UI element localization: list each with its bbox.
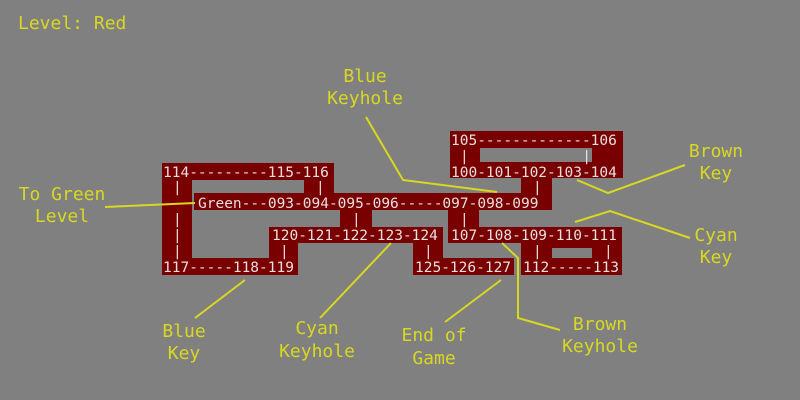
brown-keyhole-label: Keyhole (562, 336, 638, 357)
to-green-pointer (104, 202, 196, 208)
room-link: | (173, 244, 182, 260)
room-link: | (352, 212, 361, 228)
rooms-green-099: Green---093-094-095-096-----097-098-099 (198, 196, 538, 212)
brown-keyhole-label: Brown (573, 314, 627, 335)
room-block-116-connector (304, 178, 334, 195)
end-of-game-pointer (444, 279, 502, 323)
room-link: | (460, 212, 469, 228)
rooms-105-106: 105-------------106 (451, 133, 617, 149)
end-of-game-label: End of (401, 325, 466, 346)
blue-key-label: Key (168, 343, 201, 364)
to-green-level-label: Level (35, 206, 89, 227)
brown-key-pointer (576, 164, 686, 195)
brown-key-label: Key (700, 163, 733, 184)
room-blocks (162, 131, 623, 275)
rooms-107-111: 107-108-109-110-111 (451, 228, 617, 244)
room-link: | (173, 212, 182, 228)
block-hole (480, 148, 592, 162)
room-link: | (173, 180, 182, 196)
to-green-level-label: To Green (19, 184, 106, 205)
cyan-keyhole-pointer (319, 242, 392, 319)
blue-keyhole-label: Keyhole (327, 88, 403, 109)
room-block-095-connector (340, 209, 372, 228)
blue-keyhole-label: Blue (343, 66, 386, 87)
cyan-keyhole-label: Keyhole (279, 341, 355, 362)
room-link: | (316, 180, 325, 196)
blue-key-label: Blue (162, 321, 205, 342)
room-block-120-124 (269, 227, 443, 243)
annotations: Blue Keyhole Brown Key To Green Level Cy… (19, 66, 743, 369)
room-block-107-111 (448, 227, 622, 243)
room-link: | (173, 228, 182, 244)
room-link: | (533, 244, 542, 260)
room-block-097-connector (448, 209, 479, 228)
room-block-green-row (194, 193, 552, 210)
room-block-left-column (162, 163, 192, 275)
rooms-117-119: 117-----118-119 (163, 260, 294, 276)
cyan-key-label: Cyan (694, 225, 737, 246)
rooms-112-113: 112-----113 (523, 260, 619, 276)
room-links: | | (460, 149, 591, 165)
room-link: | (533, 180, 542, 196)
cyan-key-pointer (574, 209, 691, 239)
pointer-lines (104, 116, 691, 331)
block-hole (552, 248, 592, 258)
cyan-key-label: Key (700, 247, 733, 268)
room-link: | (280, 244, 289, 260)
blue-keyhole-pointer (365, 116, 498, 193)
room-block-099-connector (521, 176, 552, 194)
room-link: | (424, 244, 433, 260)
rooms-114-116: 114---------115-116 (163, 165, 329, 181)
room-block-125-127 (413, 258, 514, 275)
room-block-114-116 (162, 163, 334, 180)
rooms-100-104: 100-101-102-103-104 (451, 165, 617, 181)
end-of-game-label: Game (412, 348, 455, 369)
rooms-125-127: 125-126-127 (415, 260, 511, 276)
rooms-120-124: 120-121-122-123-124 (272, 228, 438, 244)
cyan-keyhole-label: Cyan (295, 318, 338, 339)
room-block-117-119 (162, 258, 298, 275)
room-link: | (604, 244, 613, 260)
brown-key-label: Brown (689, 141, 743, 162)
room-block-124-connector (413, 241, 443, 259)
brown-keyhole-pointer (501, 242, 561, 331)
level-title: Level: Red (18, 13, 126, 34)
blue-key-pointer (194, 279, 246, 319)
room-labels: 105-------------106 | | 114---------115-… (163, 133, 619, 276)
room-block-119-connector (269, 241, 298, 259)
